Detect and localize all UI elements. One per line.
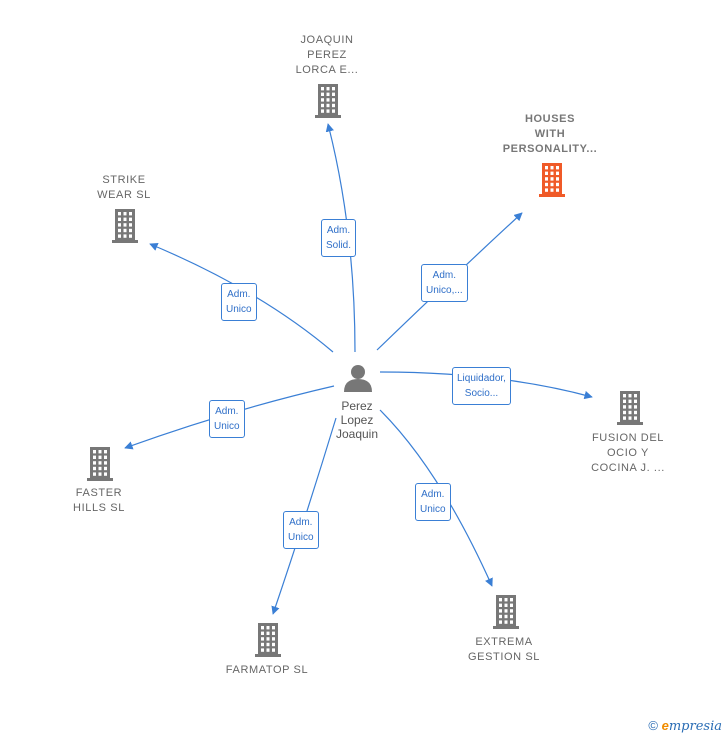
copyright-icon: © — [648, 718, 658, 733]
building-icon — [539, 163, 565, 197]
relation-label-joaquin-perez[interactable]: Adm. Solid. — [321, 219, 357, 257]
relation-label-extrema[interactable]: Adm. Unico — [415, 483, 451, 521]
building-icon — [87, 447, 113, 481]
relation-label-faster-hills[interactable]: Adm. Unico — [209, 400, 245, 438]
building-icon — [493, 595, 519, 629]
company-label-strike-wear[interactable]: STRIKE WEAR SL — [97, 174, 151, 201]
company-label-houses[interactable]: HOUSES WITH PERSONALITY... — [502, 113, 598, 155]
brand-logo-letter: e — [661, 718, 669, 733]
company-label-fusion[interactable]: FUSION DEL OCIO Y COCINA J. ... — [591, 432, 665, 474]
company-label-joaquin-perez[interactable]: JOAQUIN PEREZ LORCA E... — [295, 34, 359, 76]
brand-logo-text: mpresia — [668, 719, 722, 734]
building-icon — [315, 84, 341, 118]
building-icon — [255, 623, 281, 657]
building-icon — [617, 391, 643, 425]
company-label-extrema[interactable]: EXTREMA GESTION SL — [467, 636, 541, 663]
building-icon — [112, 209, 138, 243]
person-icon — [344, 365, 372, 392]
relation-label-farmatop[interactable]: Adm. Unico — [283, 511, 319, 549]
relation-label-strike-wear[interactable]: Adm. Unico — [221, 283, 257, 321]
center-person-label[interactable]: Perez Lopez Joaquin — [335, 399, 379, 441]
company-label-faster-hills[interactable]: FASTER HILLS SL — [73, 487, 125, 514]
relation-label-fusion[interactable]: Liquidador, Socio... — [452, 367, 511, 405]
company-label-farmatop[interactable]: FARMATOP SL — [225, 664, 309, 676]
relation-label-houses[interactable]: Adm. Unico,... — [421, 264, 468, 302]
icons-group — [87, 84, 643, 657]
footer-brand: © empresia — [648, 718, 722, 734]
